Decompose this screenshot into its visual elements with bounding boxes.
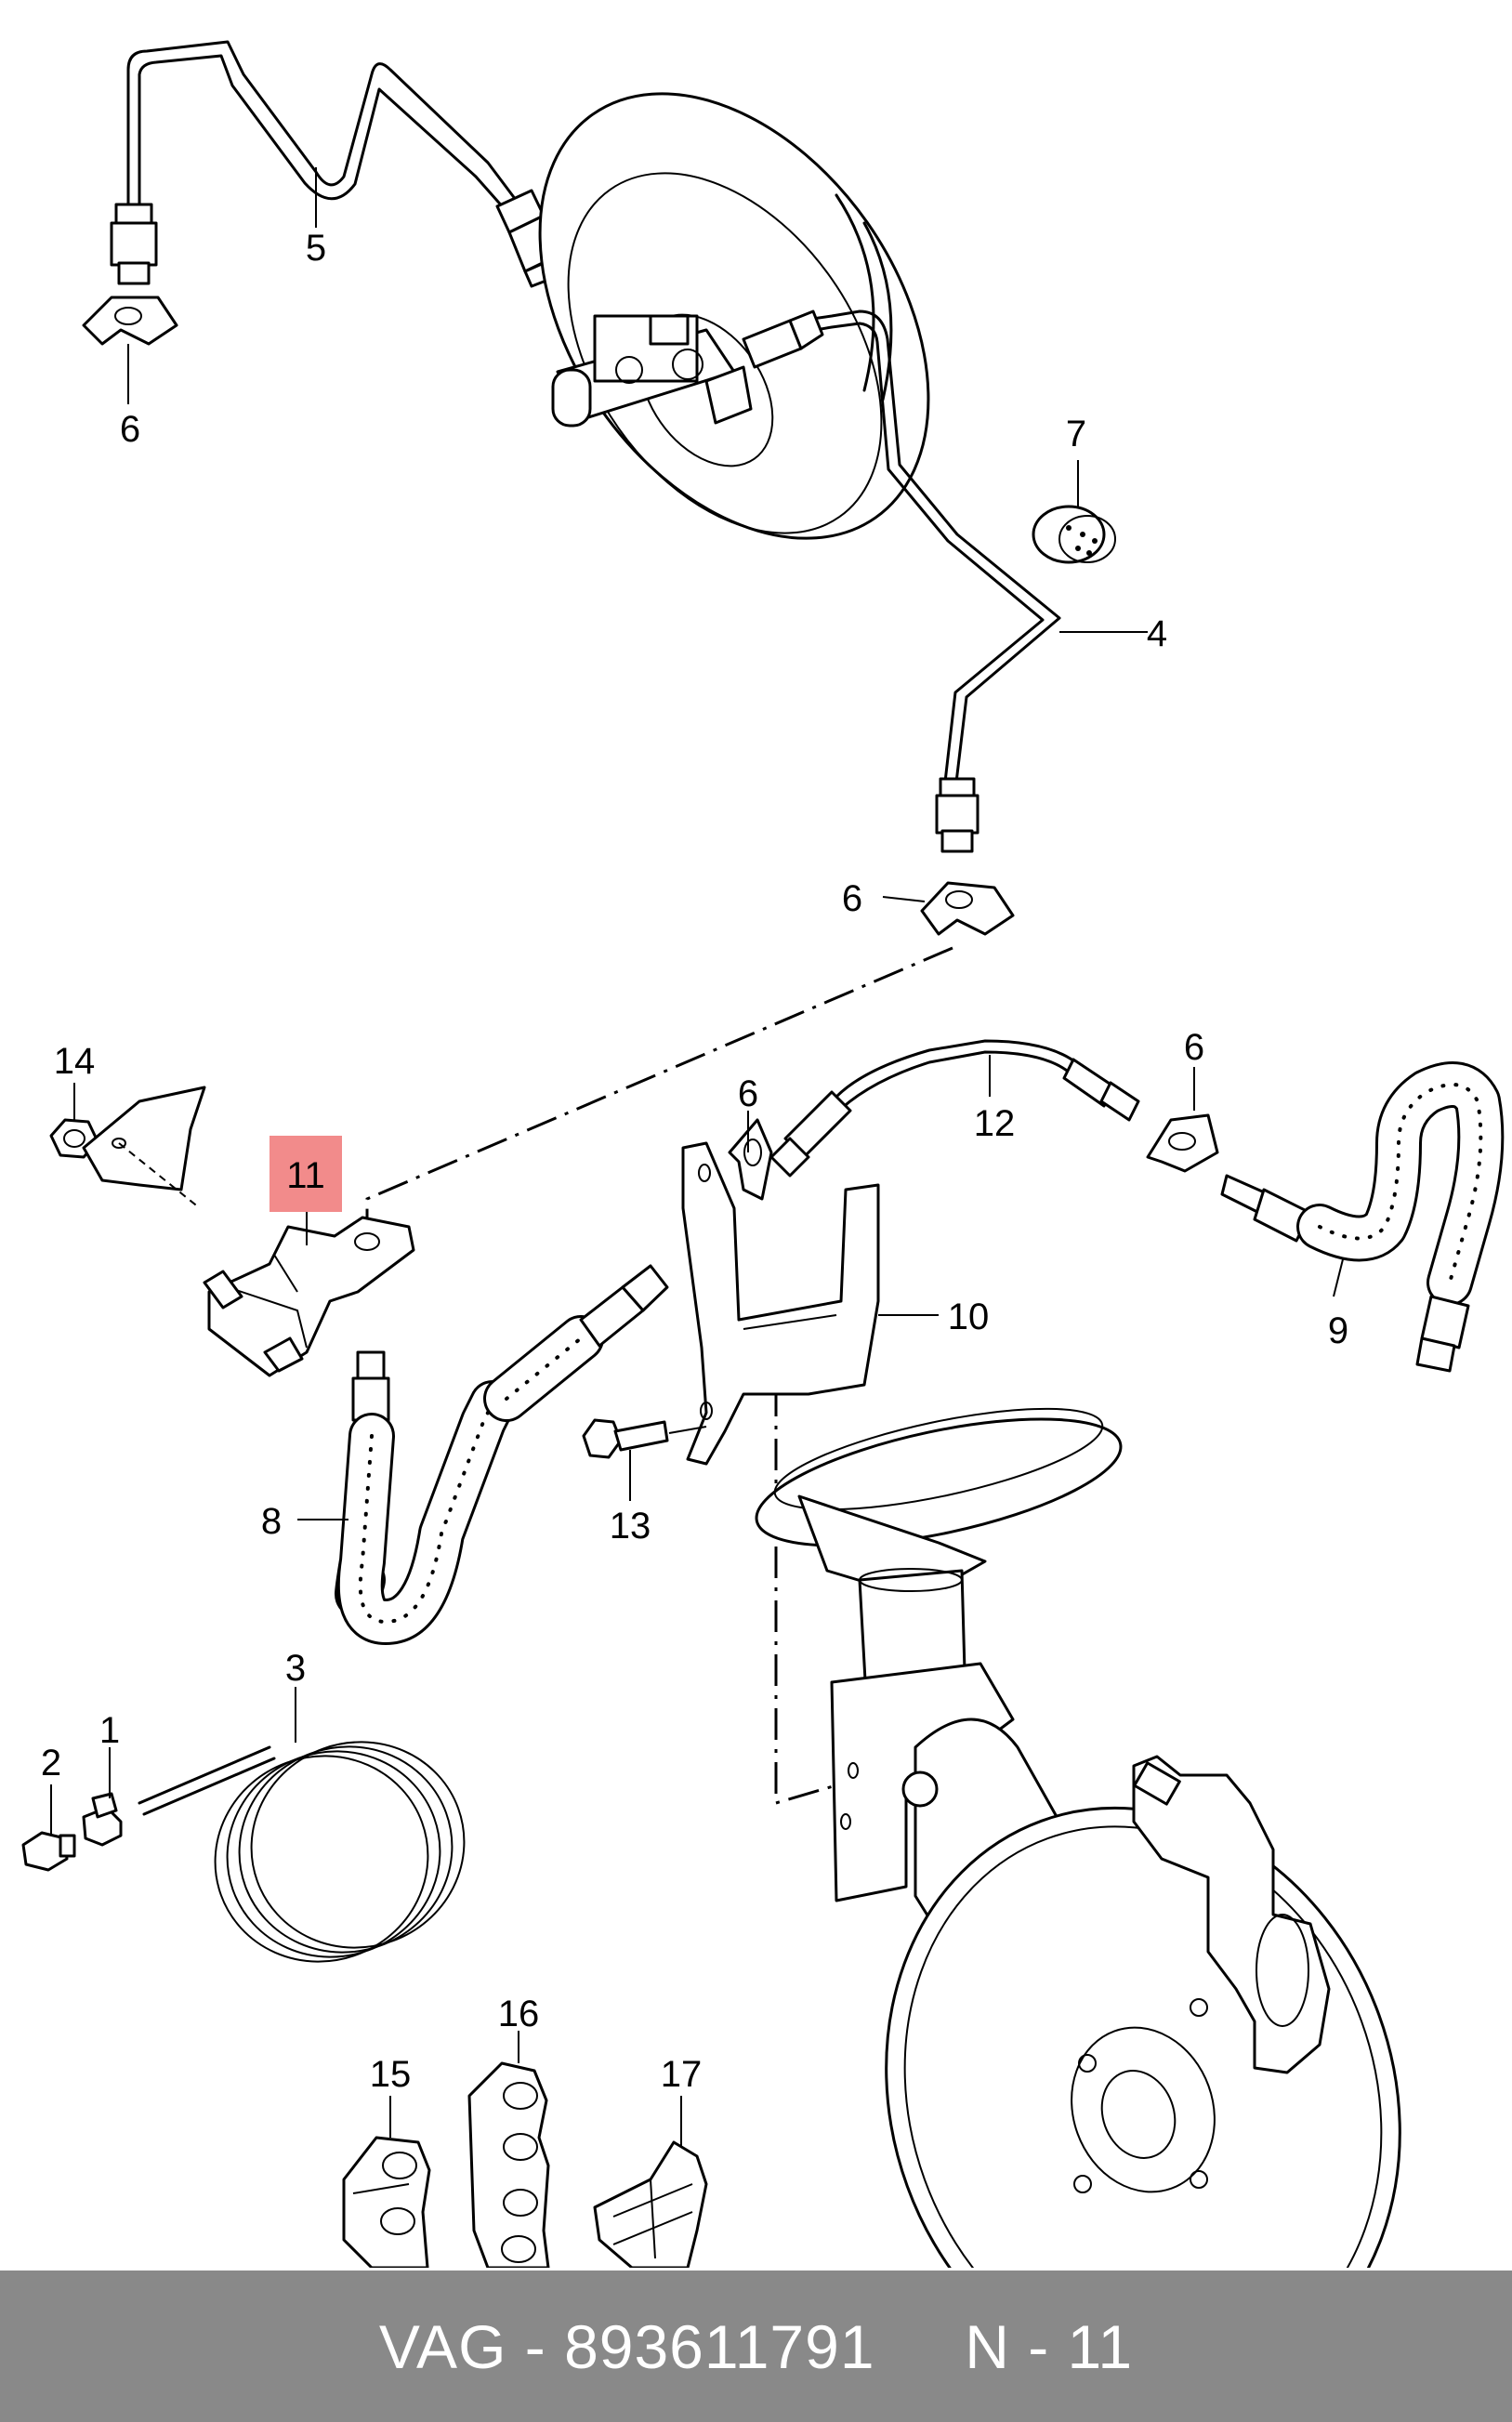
callout-6-top-left: 6 — [120, 409, 140, 450]
grommet-7 — [1032, 505, 1116, 564]
brake-caliper — [1132, 1755, 1331, 2074]
brake-booster — [538, 92, 930, 540]
callout-9: 9 — [1328, 1310, 1348, 1351]
callout-4: 4 — [1147, 613, 1167, 654]
callout-2: 2 — [41, 1743, 61, 1784]
mounting-plate — [82, 1086, 206, 1209]
pipe-clip-17 — [593, 2140, 708, 2268]
clip-6-right — [1146, 1113, 1219, 1173]
callout-15: 15 — [370, 2054, 412, 2095]
callout-5: 5 — [306, 228, 326, 269]
callout-1: 1 — [99, 1710, 120, 1751]
footer-part-number: 893611791 — [564, 2311, 875, 2381]
strut-bracket-10 — [681, 1141, 880, 1466]
callout-8: 8 — [261, 1501, 282, 1542]
footer-position-prefix: N — [965, 2311, 1010, 2381]
callout-11: 11 — [286, 1155, 325, 1196]
callout-6-mid: 6 — [842, 878, 862, 919]
callout-7: 7 — [1066, 414, 1086, 454]
brake-hose-8 — [335, 1264, 669, 1645]
brake-hose-9 — [1220, 1061, 1505, 1373]
footer-brand: VAG — [378, 2311, 507, 2381]
bleed-cap-1 — [82, 1792, 123, 1847]
footer-position-number: 11 — [1067, 2311, 1134, 2381]
bleed-valve-2 — [21, 1831, 76, 1872]
brake-pipe-4 — [742, 309, 1061, 853]
callout-3: 3 — [285, 1648, 306, 1689]
bolt-13 — [582, 1418, 707, 1459]
callout-13: 13 — [610, 1506, 651, 1547]
pipe-clip-16 — [467, 2061, 550, 2268]
footer-position-separator: - — [1009, 2311, 1068, 2381]
callout-14: 14 — [54, 1041, 96, 1082]
pipe-clip-15 — [342, 2136, 431, 2268]
brake-pipe-coil-3 — [138, 1741, 466, 1963]
clip-6-top-left — [82, 296, 178, 346]
callout-leaders — [50, 167, 1344, 2147]
highlight-box-11 — [270, 1136, 342, 1212]
footer-separator: - — [506, 2311, 565, 2381]
clip-6-mid — [920, 881, 1015, 936]
master-cylinder — [551, 314, 753, 428]
footer-gap — [875, 2311, 966, 2382]
callout-16: 16 — [498, 1994, 540, 2034]
brake-pipe-5 — [110, 40, 559, 288]
callout-6-right: 6 — [1184, 1027, 1204, 1068]
callout-17: 17 — [661, 2054, 703, 2095]
clip-6-left — [728, 1118, 773, 1201]
strut-assembly — [755, 1407, 1123, 1902]
parts-diagram: 5 6 7 4 6 14 11 6 6 12 10 9 8 13 3 1 2 1… — [21, 40, 1505, 2268]
callout-10: 10 — [948, 1297, 990, 1337]
bracket-11 — [203, 1216, 415, 1377]
part-number-footer: VAG - 893611791 N - 11 — [0, 2271, 1512, 2422]
callout-12: 12 — [974, 1103, 1016, 1144]
brake-pipe-12 — [769, 1039, 1140, 1178]
callout-6-left: 6 — [738, 1073, 758, 1114]
